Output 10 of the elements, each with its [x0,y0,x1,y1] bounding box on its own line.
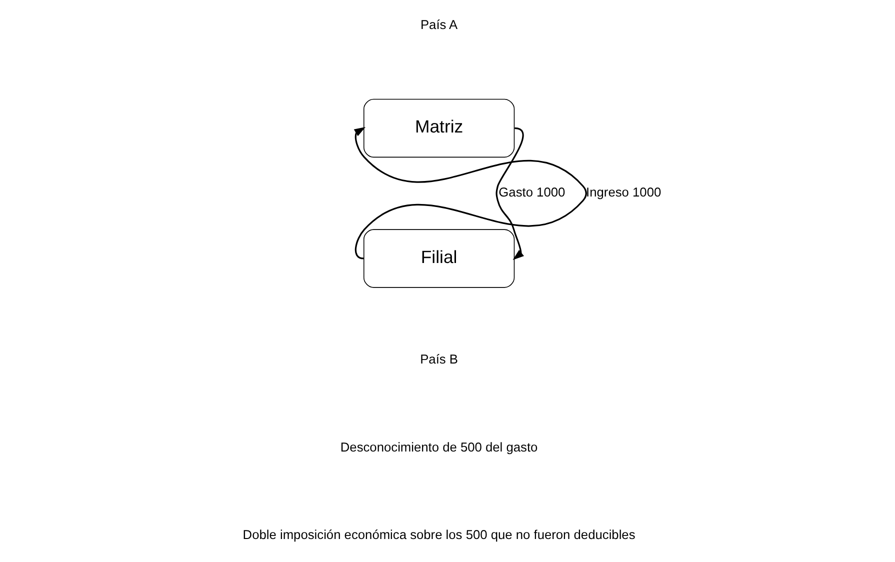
label: Doble imposición económica sobre los 500 que no fueron deducibles [242,526,636,542]
label: País A [420,17,458,32]
edge-label: Gasto 1000 [498,184,566,200]
edge-label: Ingreso 1000 [586,184,662,200]
arrow [354,126,587,260]
node-box: Filial [363,229,515,288]
label: País B [420,352,458,367]
arrow [496,127,524,260]
node-box: Matriz [363,98,515,158]
label: Desconocimiento de 500 del gasto [340,439,538,454]
